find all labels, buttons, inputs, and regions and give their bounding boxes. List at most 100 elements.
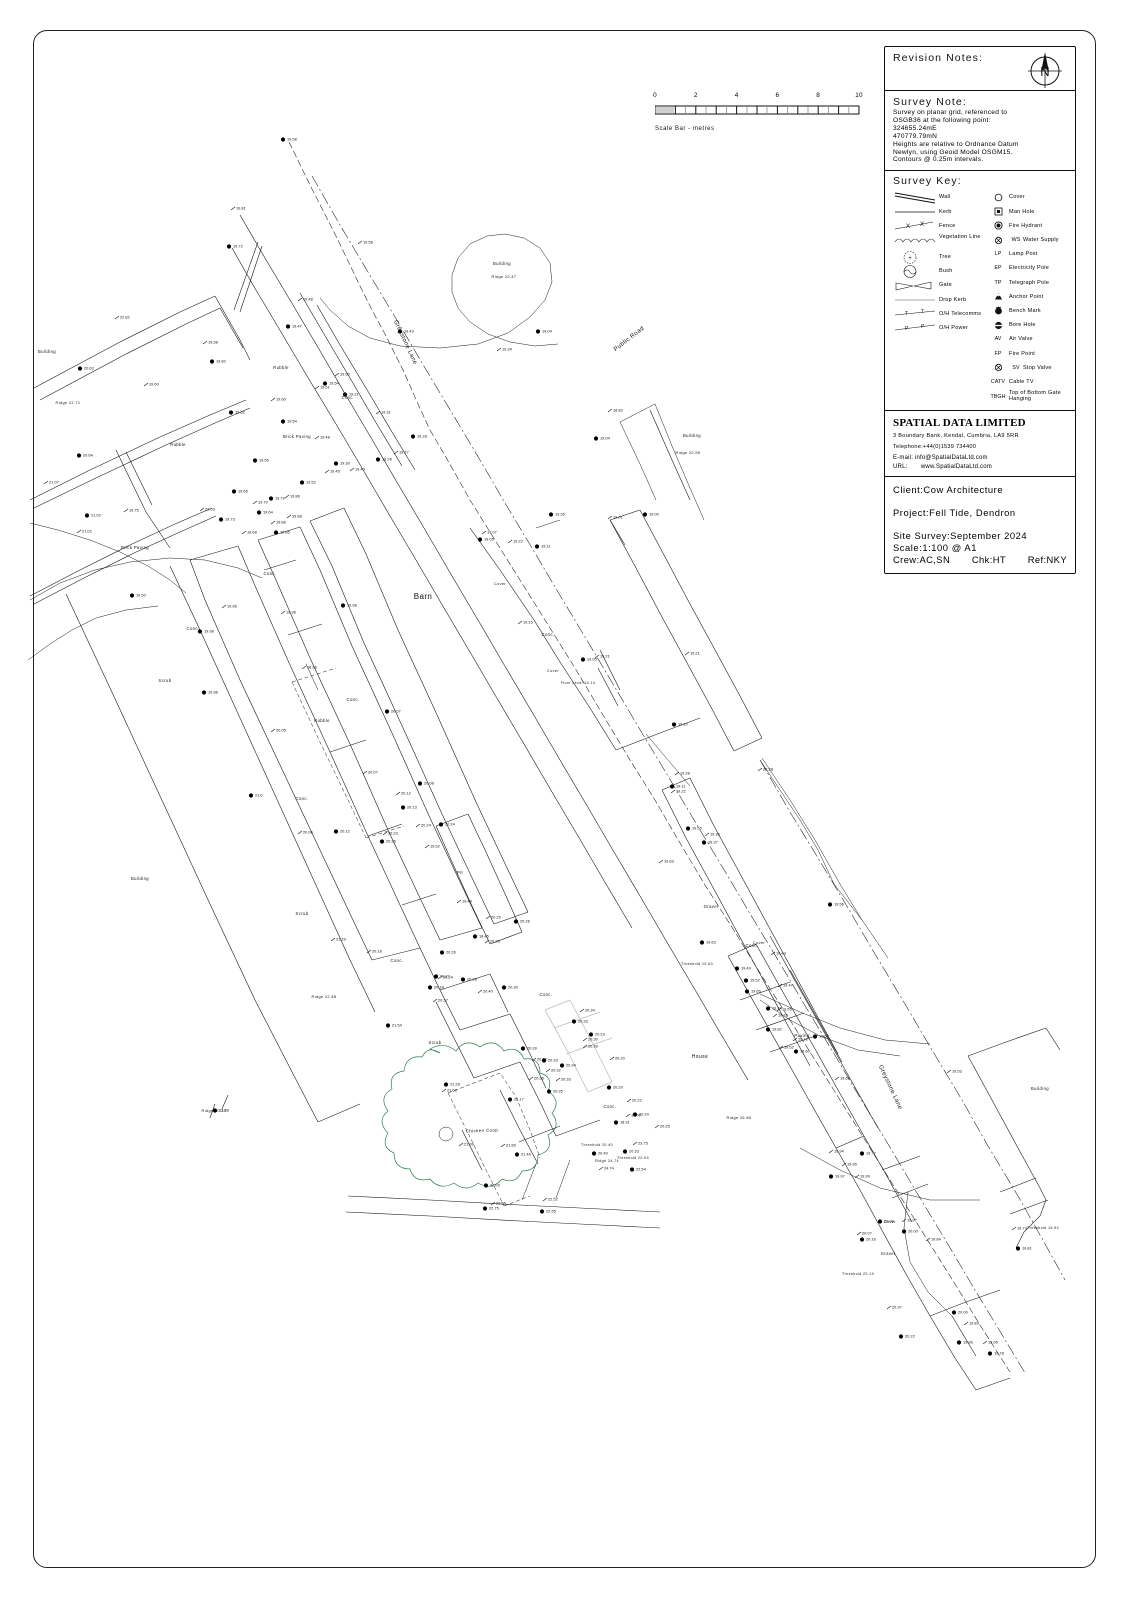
company-name: SPATIAL DATA LIMITED [893,416,1026,429]
svg-text:T: T [905,311,908,317]
spot-height-tick [1011,1226,1017,1231]
spot-height-tick [202,340,208,345]
spot-height-marker [669,784,675,789]
plan-area-label: Conc. [342,395,355,400]
company-url-value[interactable]: www.SpatialDataLtd.com [920,463,992,470]
spot-height-tick [280,610,286,615]
spot-height-value: 20.18 [372,948,382,953]
plan-area-label: Rubble [170,442,186,447]
spot-height-value: 21.58 [219,1107,229,1112]
spot-height-value: 18.82 [613,407,623,412]
spot-height-value: 21.6 [255,792,263,797]
spot-height-value: 19.73 [225,516,235,521]
spot-height-value: 21.63 [447,1087,457,1092]
spot-height-marker [591,1151,597,1156]
plan-area-label: Conc. [746,943,759,948]
spot-height-marker [218,517,224,522]
spot-height-marker [129,593,135,598]
spot-height-value: 19.50 [136,592,147,597]
spot-height-marker [744,989,750,994]
spot-height-tick [286,514,292,519]
wall-icon [893,191,939,204]
plan-area-label: Conc. [542,632,555,637]
spot-height-value: 19.97 [907,1217,917,1222]
spot-height-value: 20.06 [303,829,313,834]
bench-mark-icon [987,306,1009,315]
gate-icon [893,279,939,292]
spot-height-value: 19.60 [800,1048,811,1053]
spot-height-marker [438,822,444,827]
spot-height-tick [674,771,680,776]
spot-height-marker [226,244,232,249]
spot-height-value: 19.34 [502,346,513,351]
key-label: O/H Telecomms [939,310,982,317]
spot-height-value: 20.29 [613,1084,623,1089]
plan-area-label: Ridge 22.47 [492,275,517,279]
company-email-label: E-mail: [893,454,914,461]
spot-height-value: 20.30 [508,984,519,989]
project-section: Client:Cow Architecture Project:Fell Tid… [885,477,1075,569]
plan-area-label: Ridge 24.74 [595,1159,619,1163]
spot-height-marker [417,781,423,786]
plan-area-label: Ridge 26.86 [727,1116,752,1120]
spot-height-tick [496,347,502,352]
spot-height-value: 21.29 [336,936,346,941]
spot-height-value: 19.62 [819,1033,829,1038]
spot-height-value: 19.07 [487,529,497,534]
spot-height-marker [901,1229,907,1234]
spot-height-tick [143,382,149,387]
spot-height-value: 19.52 [784,1044,794,1049]
spot-height-tick [531,1057,537,1062]
key-point-circle-filled: Fire Hydrant [987,219,1069,233]
bottom-road [345,1195,661,1229]
drop-kerb-icon [893,293,939,306]
spot-height-value: 19.96 [963,1339,973,1344]
spot-height-marker [342,392,348,397]
spot-height-value: 19.11 [676,783,685,788]
spot-height-tick [230,206,236,211]
circle-cross-icon [987,363,1009,372]
spot-height-tick [654,1124,660,1129]
spot-height-value: 20.27 [440,973,450,978]
key-code: CATV [990,378,1006,385]
spot-height-marker [280,137,286,142]
spot-height-value: 20.37 [892,1304,902,1309]
spot-height-value: 19.63 [706,939,716,944]
spot-height-value: 19.98 [204,628,214,633]
company-email: E-mail: info@SpatialDataLtd.com [893,455,1067,461]
spot-height-value: 19.98 [286,609,296,614]
plan-area-label: Threshold 19.94 [1027,1226,1059,1230]
key-row-bush: Bush [893,264,985,278]
spot-height-tick [415,823,421,828]
spot-height-value: 19.60 [149,381,160,386]
spot-height-tick [252,500,258,505]
spot-height-value: 19.73 [1017,1225,1027,1230]
company-email-value[interactable]: info@SpatialDataLtd.com [914,454,988,461]
survey-note-body: Survey on planar grid, referenced to OSG… [893,109,1019,164]
spot-height-marker [209,359,215,364]
spot-height-value: 19.47 [292,323,302,328]
spot-height-value: 20.26 [520,918,530,923]
plan-area-label: Conc. [296,796,309,801]
key-point-anchor: Anchor Point [987,290,1069,304]
crew-value: Crew:AC,SN [893,553,951,565]
plan-area-label: Conc. [347,697,360,702]
key-label: Fence [939,222,956,229]
key-row-drop-kerb: Drop Kerb [893,292,985,306]
spot-height-value: 20.34 [585,1007,596,1012]
kerb-icon [893,205,939,218]
spot-height-value: 20.18 [434,984,444,989]
spot-height-tick [334,372,340,377]
spot-height-value: 19.52 [750,977,760,982]
spot-height-marker [859,1151,865,1156]
key-point-label: Cover [1009,194,1025,201]
svg-text:T: T [921,309,924,315]
plan-area-label: Chicken Coop [466,1127,499,1133]
spot-height-marker [534,544,540,549]
spot-height-tick [485,915,491,920]
spot-height-value: 19.86 [290,493,300,498]
scale-tick-2: 2 [693,92,698,99]
